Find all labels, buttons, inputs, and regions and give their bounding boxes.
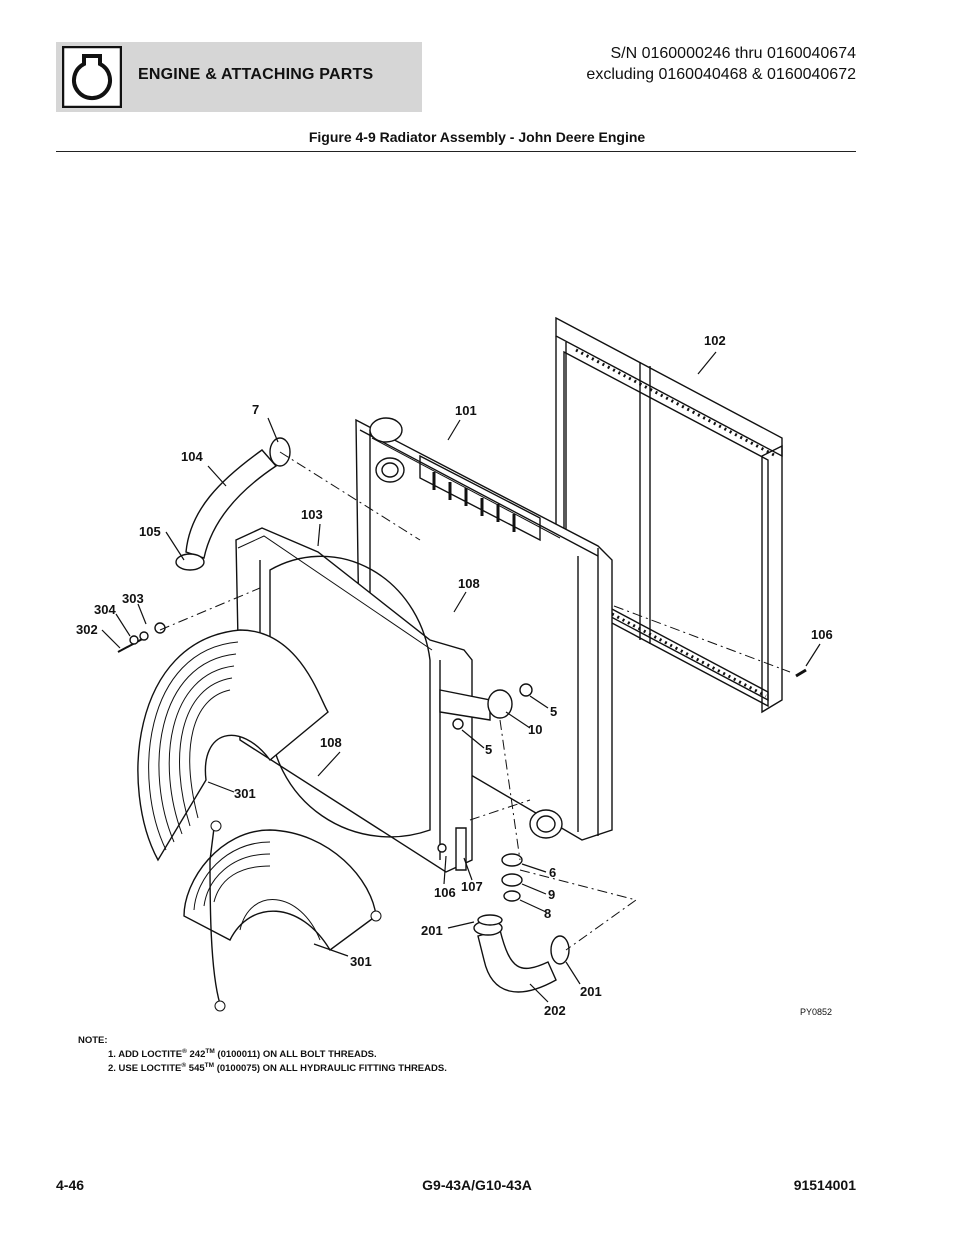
note-2-detail: (0100075) ON ALL HYDRAULIC FITTING THREA…: [214, 1063, 447, 1075]
figure-title: Figure 4-9 Radiator Assembly - John Deer…: [308, 129, 646, 145]
callout-202: 202: [544, 1003, 566, 1018]
callout-8: 8: [544, 906, 551, 921]
note-2-product: 545: [186, 1063, 205, 1075]
callout-105: 105: [139, 524, 161, 539]
fan-shroud-103: [235, 527, 473, 873]
callout-201-left: 201: [421, 923, 443, 938]
serial-range: S/N 0160000246 thru 0160040674 excluding…: [586, 43, 856, 85]
fan-guard-301-upper: [137, 629, 329, 862]
callout-103: 103: [301, 507, 323, 522]
page-number: 4-46: [56, 1177, 85, 1193]
callout-302: 302: [76, 622, 98, 637]
callout-5-lower: 5: [485, 742, 492, 757]
callout-106-right: 106: [811, 627, 833, 642]
section-title: ENGINE & ATTACHING PARTS: [138, 66, 374, 83]
registered-mark: ®: [182, 1048, 187, 1055]
callout-7: 7: [252, 402, 259, 417]
note-1-product: 242: [186, 1049, 206, 1061]
callout-10: 10: [528, 722, 542, 737]
callout-9: 9: [548, 887, 555, 902]
callout-107: 107: [461, 879, 483, 894]
callout-301-lower: 301: [350, 954, 372, 969]
serial-line-1: S/N 0160000246 thru 0160040674: [610, 45, 856, 62]
callout-108-lower: 108: [320, 735, 342, 750]
callout-101: 101: [455, 403, 477, 418]
note-2-text: 2. USE LOCTITE: [108, 1063, 182, 1075]
trademark-mark: TM: [204, 1062, 215, 1070]
callout-102: 102: [704, 333, 726, 348]
document-number: 91514001: [793, 1177, 856, 1193]
callout-201-right: 201: [580, 984, 602, 999]
model-number: G9-43A/G10-43A: [422, 1177, 532, 1193]
header-rule: [56, 151, 856, 152]
trademark-mark: TM: [205, 1048, 215, 1055]
lower-hose-202: [473, 914, 570, 993]
callout-106-lower: 106: [434, 885, 456, 900]
callout-108-upper: 108: [458, 576, 480, 591]
callout-304: 304: [94, 602, 116, 617]
note-1-detail: (0100011) ON ALL BOLT THREADS.: [214, 1049, 377, 1061]
callout-301-upper: 301: [234, 786, 256, 801]
note-2: 2. USE LOCTITE® 545TM (0100075) ON ALL H…: [78, 1060, 447, 1074]
note-1: 1. ADD LOCTITE® 242TM (0100011) ON ALL B…: [78, 1046, 447, 1060]
drawing-id: PY0852: [800, 1007, 832, 1017]
callout-104: 104: [181, 449, 203, 464]
registered-mark: ®: [181, 1062, 187, 1070]
callout-6: 6: [549, 865, 556, 880]
notes-block: NOTE: 1. ADD LOCTITE® 242TM (0100011) ON…: [78, 1035, 447, 1074]
note-1-text: 1. ADD LOCTITE: [108, 1049, 183, 1061]
serial-line-2: excluding 0160040468 & 0160040672: [586, 66, 856, 83]
engine-icon: [62, 46, 122, 108]
callout-5-upper: 5: [550, 704, 557, 719]
fan-guard-301-lower: [183, 820, 382, 1012]
section-header: ENGINE & ATTACHING PARTS: [56, 42, 422, 112]
notes-heading: NOTE:: [78, 1035, 108, 1046]
callout-303: 303: [122, 591, 144, 606]
mount-hardware: [117, 622, 807, 902]
